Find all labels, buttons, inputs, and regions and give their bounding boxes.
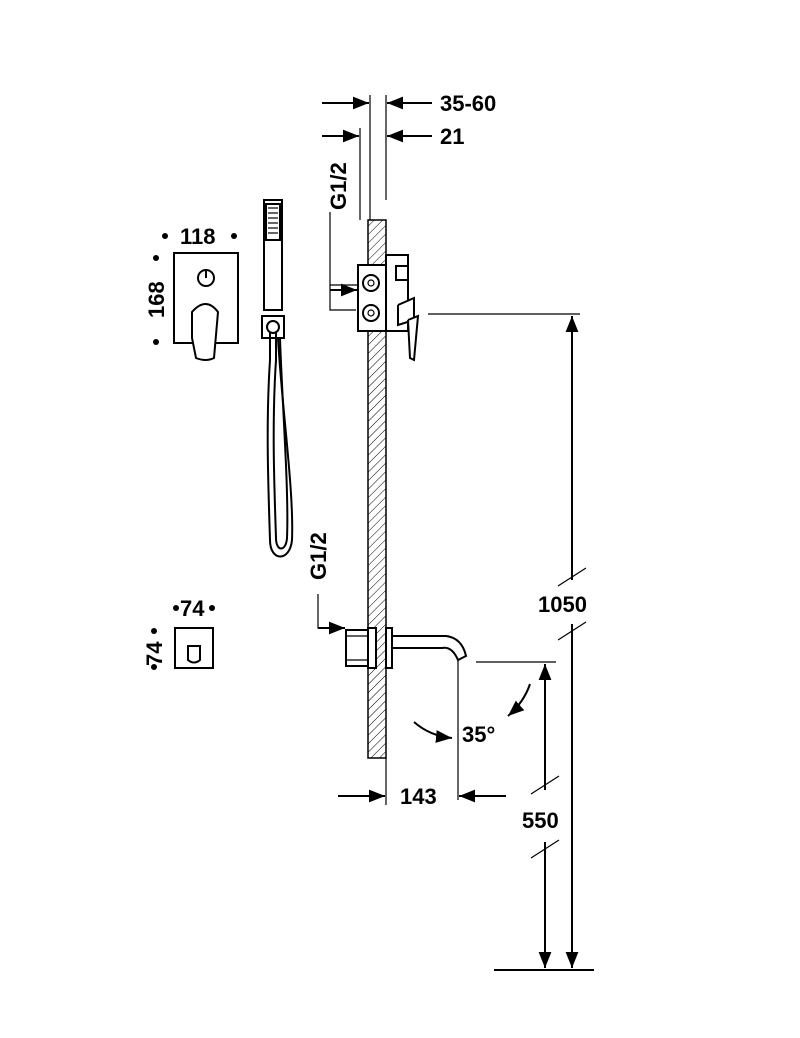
spout-thread-leader [317,594,345,635]
mixer-thread-leader [329,212,358,311]
spout-thread-label: G1/2 [306,532,331,580]
spout-plate-front [174,627,214,669]
spout-plate-height-label: 74 [142,641,167,666]
mixer-height-dimension [428,313,587,968]
spout-side [345,627,468,669]
mixer-plate-dimension-dots [153,233,237,345]
spout-height-dimension [476,661,560,968]
mixer-plate-height-label: 168 [144,281,169,318]
mixer-plate-front [173,252,239,361]
mixer-plate-width-label: 118 [180,224,216,249]
depth-dimension-lines [322,95,432,220]
wall-section [367,219,387,759]
mixer-height-label: 1050 [538,592,587,617]
spout-projection-dimension [338,758,506,805]
spout-projection-label: 143 [400,784,437,809]
spout-plate-dimension-dots [151,605,215,670]
spout-angle-lines [413,660,531,800]
plate-depth-label: 21 [440,124,464,149]
spout-height-label: 550 [522,808,559,833]
depth-range-label: 35-60 [440,91,496,116]
hand-shower [261,199,294,558]
mixer-thread-label: G1/2 [326,162,351,210]
spout-angle-label: 35° [462,722,495,747]
spout-plate-width-label: 74 [180,596,205,621]
mixer-body-side [357,254,420,362]
